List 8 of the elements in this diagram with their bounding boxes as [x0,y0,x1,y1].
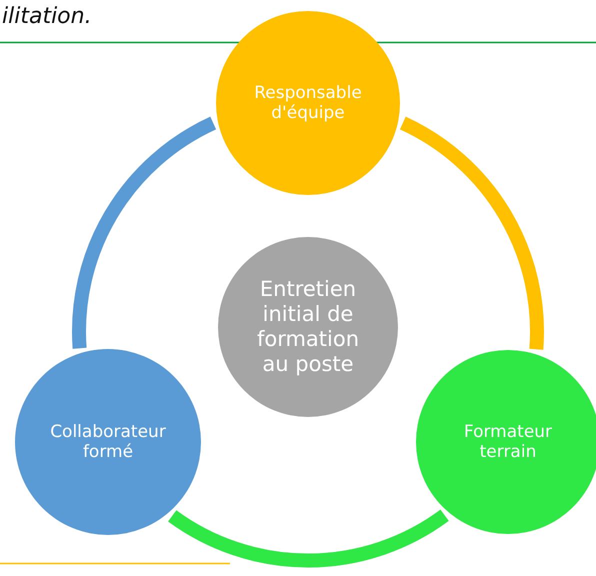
node-label: Collaborateur formé [49,422,167,462]
connector-arc [72,116,216,348]
node-label: Entretien initial de formation au poste [256,276,360,378]
connector-arc [168,509,448,568]
node-label: Formateur terrain [462,422,554,462]
caption-text: ilitation. [2,4,92,29]
connector-arc [400,116,544,350]
node-label: Responsable d'équipe [253,82,363,124]
